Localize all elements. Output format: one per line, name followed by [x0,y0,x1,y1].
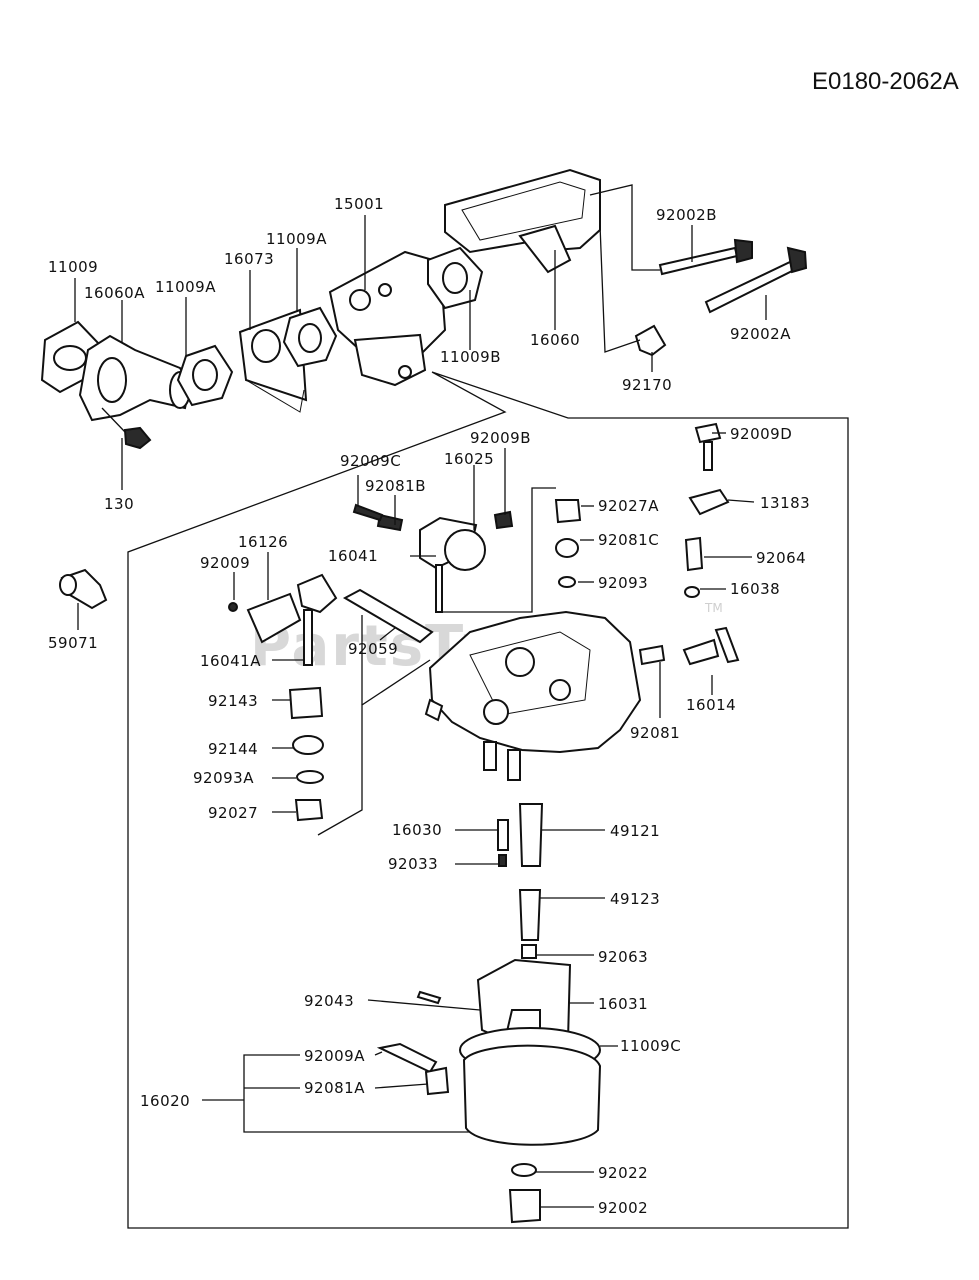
label-16020: 16020 [140,1092,190,1110]
label-92002A: 92002A [730,325,791,343]
label-92033: 92033 [388,855,438,873]
label-59071: 59071 [48,634,98,652]
label-92002B: 92002B [656,206,717,224]
label-16060A: 16060A [84,284,145,302]
label-11009A-2: 11009A [266,230,327,248]
label-11009A-1: 11009A [155,278,216,296]
label-92064: 92064 [756,549,806,567]
label-92143: 92143 [208,692,258,710]
label-92081: 92081 [630,724,680,742]
label-92027: 92027 [208,804,258,822]
label-130: 130 [104,495,134,513]
label-92043: 92043 [304,992,354,1010]
label-92009: 92009 [200,554,250,572]
label-16060: 16060 [530,331,580,349]
watermark-tm: TM [704,601,723,615]
label-92009D: 92009D [730,425,792,443]
leader-lines [74,215,767,1208]
diagram-code: E0180-2062A [812,68,959,95]
label-16025: 16025 [444,450,494,468]
label-16041A: 16041A [200,652,261,670]
label-92144: 92144 [208,740,258,758]
exploded-view-frame [127,371,849,1229]
label-92009C: 92009C [340,452,401,470]
label-11009: 11009 [48,258,98,276]
label-92081A: 92081A [304,1079,365,1097]
label-49123: 49123 [610,890,660,908]
label-13183: 13183 [760,494,810,512]
label-92170: 92170 [622,376,672,394]
label-92063: 92063 [598,948,648,966]
label-16073: 16073 [224,250,274,268]
intake-assembly-drawing [40,168,808,610]
label-92009A: 92009A [304,1047,365,1065]
label-11009B: 11009B [440,348,501,366]
label-92027A: 92027A [598,497,659,515]
label-92081C: 92081C [598,531,659,549]
label-92009B: 92009B [470,429,531,447]
label-92093A: 92093A [193,769,254,787]
carburetor-detail-drawing [228,422,740,1224]
label-49121: 49121 [610,822,660,840]
label-92093: 92093 [598,574,648,592]
label-15001: 15001 [334,195,384,213]
label-92059: 92059 [348,640,398,658]
label-92022: 92022 [598,1164,648,1182]
label-92002: 92002 [598,1199,648,1217]
label-16041: 16041 [328,547,378,565]
label-16014: 16014 [686,696,736,714]
label-16126: 16126 [238,533,288,551]
part-labels: 11009 16060A 11009A 16073 11009A 15001 1… [48,195,810,1217]
label-11009C: 11009C [620,1037,681,1055]
label-16030: 16030 [392,821,442,839]
label-92081B: 92081B [365,477,426,495]
label-16031: 16031 [598,995,648,1013]
label-16038: 16038 [730,580,780,598]
